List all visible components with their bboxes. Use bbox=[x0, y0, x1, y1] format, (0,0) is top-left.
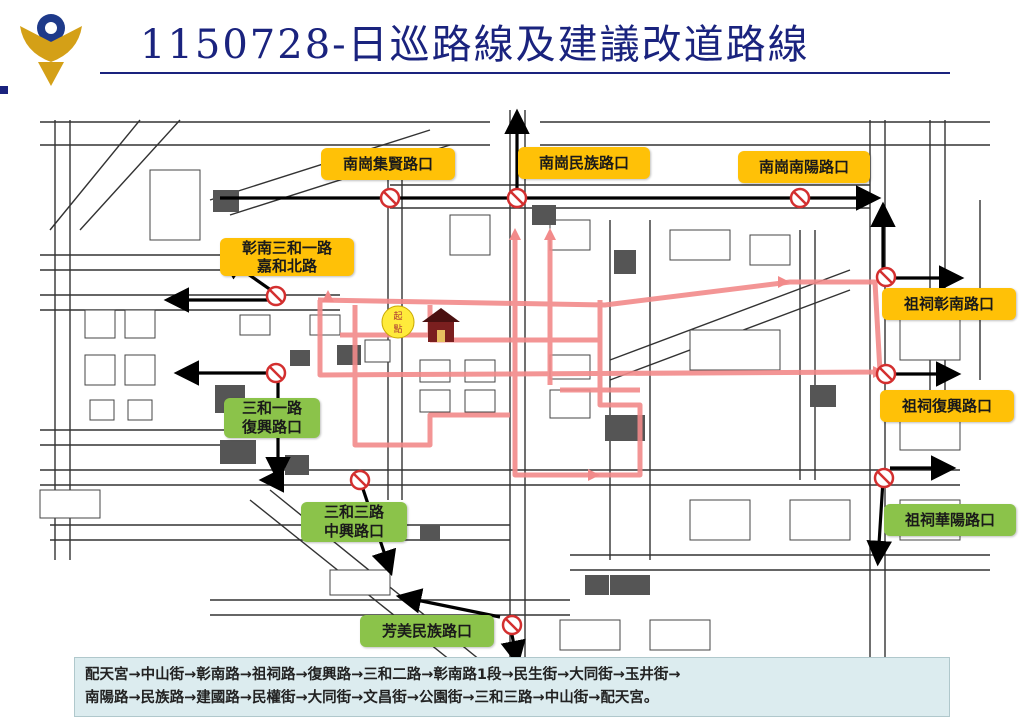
detour-arrows bbox=[163, 108, 965, 660]
start-marker: 起 點 bbox=[381, 305, 415, 339]
label-sanhe1-fuxing: 三和一路 復興路口 bbox=[224, 398, 320, 438]
route-description: 配天宮→中山街→彰南路→祖祠路→復興路→三和二路→彰南路1段→民生街→大同街→玉… bbox=[74, 657, 950, 717]
label-zuci-fuxing: 祖祠復興路口 bbox=[880, 390, 1014, 422]
label-sanhe3-zhongxing: 三和三路 中興路口 bbox=[301, 502, 407, 542]
city-blocks bbox=[39, 169, 961, 651]
label-line: 嘉和北路 bbox=[256, 257, 317, 275]
route-map: 起 點 bbox=[39, 108, 990, 660]
header-accent bbox=[0, 86, 8, 94]
patrol-route bbox=[317, 235, 883, 478]
label-nangang-jixian: 南崗集賢路口 bbox=[321, 148, 455, 180]
label-zuci-zhangnan: 祖祠彰南路口 bbox=[882, 288, 1016, 320]
temple-icon bbox=[422, 308, 460, 342]
header: 1150728-日巡路線及建議改道路線 bbox=[0, 0, 1024, 92]
label-line: 中興路口 bbox=[323, 522, 384, 540]
start-marker-char-2: 點 bbox=[393, 323, 402, 335]
label-fangmei-minzu: 芳美民族路口 bbox=[360, 615, 494, 647]
no-entry-icons bbox=[265, 187, 897, 636]
label-line: 三和一路 bbox=[241, 399, 302, 417]
label-line: 三和三路 bbox=[323, 503, 384, 521]
label-nangang-minzu: 南崗民族路口 bbox=[518, 147, 650, 179]
page-title: 1150728-日巡路線及建議改道路線 bbox=[140, 22, 810, 68]
label-zuci-huayang: 祖祠華陽路口 bbox=[884, 504, 1016, 536]
title-underline bbox=[100, 72, 950, 74]
landmark-icons bbox=[213, 190, 836, 595]
route-line-2: 南陽路→民族路→建國路→民權街→大同街→文昌街→公園街→三和三路→中山街→配天宮… bbox=[85, 690, 659, 706]
police-emblem-icon bbox=[20, 14, 82, 86]
label-zhangnan-sanhe: 彰南三和一路 嘉和北路 bbox=[220, 238, 354, 276]
label-line: 復興路口 bbox=[241, 418, 302, 436]
label-nangang-nanyang: 南崗南陽路口 bbox=[738, 151, 870, 183]
label-line: 彰南三和一路 bbox=[241, 239, 332, 257]
route-line-1: 配天宮→中山街→彰南路→祖祠路→復興路→三和二路→彰南路1段→民生街→大同街→玉… bbox=[85, 667, 681, 683]
start-marker-char-1: 起 bbox=[393, 311, 402, 322]
